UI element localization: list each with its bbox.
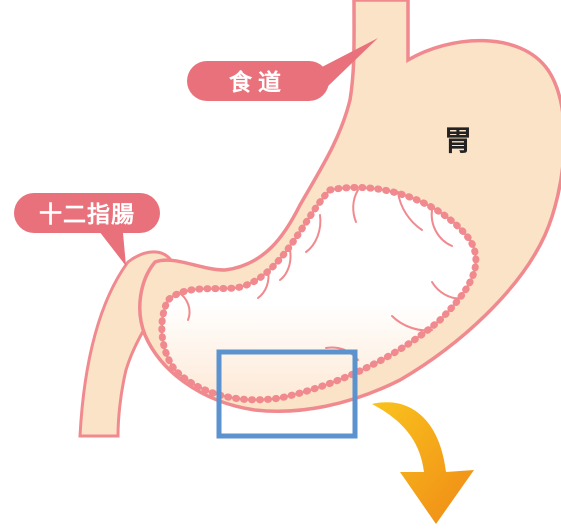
esophagus-label-text: 食道 [229, 69, 287, 96]
duodenum-label-text: 十二指腸 [39, 202, 135, 228]
esophagus-label: 食道 [187, 38, 378, 101]
curved-down-arrow-icon [372, 402, 474, 524]
stomach-label-text: 胃 [444, 124, 472, 157]
